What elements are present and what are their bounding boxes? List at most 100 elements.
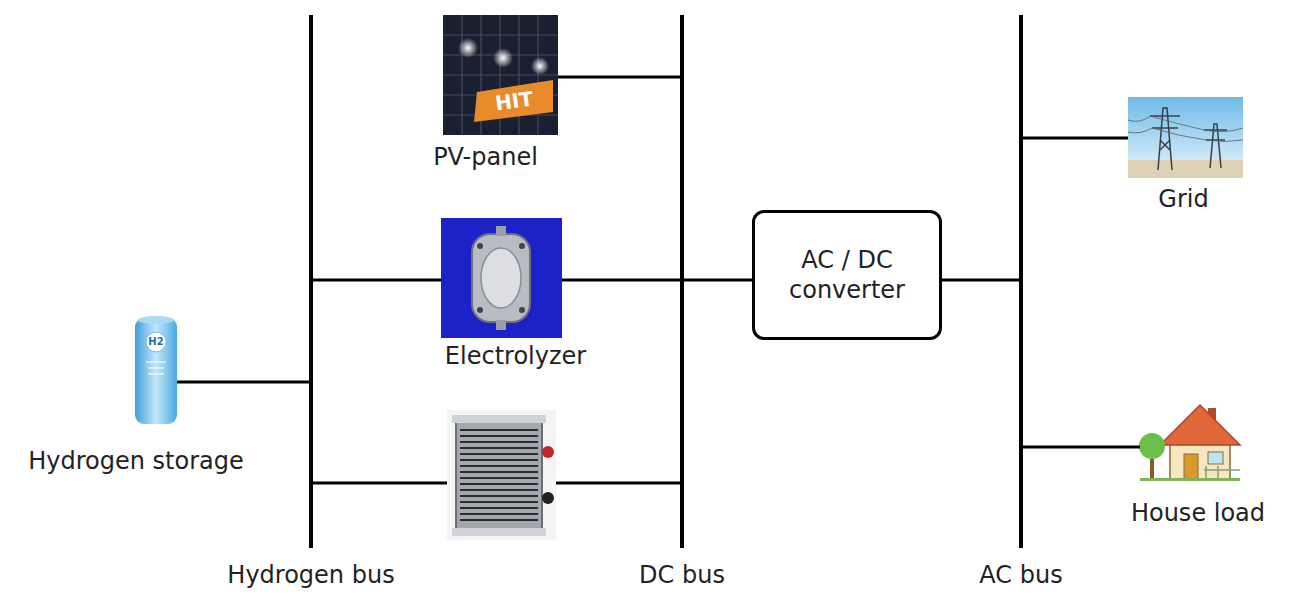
pv-panel-picture-part xyxy=(531,57,549,75)
grid-picture-part-part xyxy=(1150,115,1180,117)
component-label: Electrolyzer xyxy=(445,341,586,371)
electrolyzer-picture-part xyxy=(477,307,483,313)
house-picture-part xyxy=(1170,440,1230,480)
fuel-cell-wire-part xyxy=(556,482,682,485)
grid-picture-part-part xyxy=(1128,128,1243,142)
fuel-cell-picture-part-part xyxy=(460,465,538,467)
grid-picture-part xyxy=(1128,97,1243,178)
power-line xyxy=(562,279,680,282)
component-label: Hydrogen bus xyxy=(227,560,394,590)
house-picture xyxy=(1139,405,1240,481)
fuel-cell-picture-part-part xyxy=(460,489,538,491)
pv-panel-picture-part xyxy=(493,48,513,68)
brand-tag: HIT xyxy=(494,88,534,113)
pv-panel-picture-part xyxy=(443,15,558,135)
bus-line: DC bus xyxy=(680,15,684,548)
fuel-cell-picture-part-part xyxy=(460,471,538,473)
house-picture-part-part xyxy=(1205,466,1207,480)
fuel-cell-picture xyxy=(447,410,556,540)
grid-picture-part-part xyxy=(1160,140,1170,150)
fuel-cell-picture-part-part xyxy=(460,519,538,521)
load-node: House load xyxy=(1140,400,1240,481)
pv-panel-picture-part xyxy=(458,38,478,58)
grid-picture-part xyxy=(1128,160,1243,178)
pv-panel-picture-part xyxy=(443,15,558,135)
fuel-cell-picture-part xyxy=(452,415,546,423)
fuel-cell-picture-part-part xyxy=(460,453,538,455)
grid-picture-part-part xyxy=(1128,116,1243,132)
power-line xyxy=(942,279,1019,282)
component-label: Grid xyxy=(1158,184,1208,214)
component-label: PV-panel xyxy=(433,142,538,172)
converter-device: Electrolyzer xyxy=(441,218,562,338)
fuel-cell-picture-part xyxy=(447,410,556,540)
electrolyzer-picture-part xyxy=(496,226,506,236)
hydrogen-tank-part xyxy=(146,332,166,352)
fuel-cell-picture-part-part xyxy=(460,447,538,449)
component-label: House load xyxy=(1131,498,1265,528)
house-picture-part xyxy=(1139,433,1165,459)
hydrogen-tank-part xyxy=(148,373,164,375)
fuel-cell-picture-part-part xyxy=(460,513,538,515)
hydrogen-tank xyxy=(135,316,177,424)
pv-panel-picture-part-part xyxy=(443,34,558,35)
tank-marking: H2 xyxy=(148,337,163,347)
box-label: AC / DC converter xyxy=(755,237,939,313)
component-label: AC bus xyxy=(979,560,1062,590)
house-picture-part xyxy=(1160,405,1240,445)
hydrogen-tank-part xyxy=(146,361,166,363)
process-box: AC / DC converter xyxy=(752,210,942,340)
fuel-cell-picture-part xyxy=(460,430,538,520)
house-picture-part xyxy=(1204,466,1240,480)
fuel-cell-picture-part-part xyxy=(460,501,538,503)
source-node: PV-panel xyxy=(443,15,558,135)
hydrogen-tank-part xyxy=(148,367,164,369)
pv-panel-picture-part xyxy=(474,80,553,122)
electrolyzer-picture-part xyxy=(496,320,506,330)
hydrogen-tank-part xyxy=(135,318,177,424)
electrolyzer-picture-part xyxy=(477,243,483,249)
house-picture-part-part xyxy=(1217,466,1219,480)
grid-picture-part xyxy=(1150,108,1227,170)
fuel-cell-picture-part-part xyxy=(460,435,538,437)
fuel-cell-picture-part-part xyxy=(460,477,538,479)
house-picture-part xyxy=(1208,452,1223,464)
fuel-cell-picture-part xyxy=(456,420,542,532)
electrolyzer-picture xyxy=(441,218,562,338)
bus-line: AC bus xyxy=(1019,15,1023,548)
electrolyzer-picture-part xyxy=(472,234,530,322)
fuel-cell-wire-part xyxy=(311,482,447,485)
grid-picture xyxy=(1128,97,1243,178)
electrolyzer-picture-part xyxy=(519,243,525,249)
grid-node: Grid xyxy=(1128,97,1243,178)
grid-picture-part-part xyxy=(1152,127,1178,129)
fuel-cell-picture-part xyxy=(452,528,546,536)
power-line xyxy=(684,279,752,282)
pv-panel-picture xyxy=(443,15,558,135)
fuel-cell-picture-part xyxy=(542,492,554,504)
grid-picture-part-part xyxy=(1160,140,1170,150)
electrolyzer-picture-part xyxy=(441,218,562,338)
storage-node: Hydrogen storage xyxy=(135,318,177,424)
grid-picture-part-part xyxy=(1158,108,1172,170)
electrolyzer-picture-part xyxy=(519,307,525,313)
component-label: DC bus xyxy=(639,560,725,590)
fuel-cell-picture-part xyxy=(542,446,554,458)
house-picture-part xyxy=(1184,454,1198,480)
house-picture-part-part xyxy=(1229,466,1231,480)
electrolyzer-picture-part xyxy=(481,248,521,308)
fuel-cell-wire xyxy=(311,482,682,485)
power-line xyxy=(177,381,309,384)
component-label: Hydrogen storage xyxy=(28,446,244,476)
power-line xyxy=(313,279,441,282)
fuel-cell-picture-part-part xyxy=(460,483,538,485)
fuel-cell-picture-part-part xyxy=(460,429,538,431)
grid-picture-part xyxy=(1128,116,1243,142)
power-line xyxy=(1023,446,1140,449)
bus-line: Hydrogen bus xyxy=(309,15,313,548)
fuel-cell-picture-part-part xyxy=(460,441,538,443)
